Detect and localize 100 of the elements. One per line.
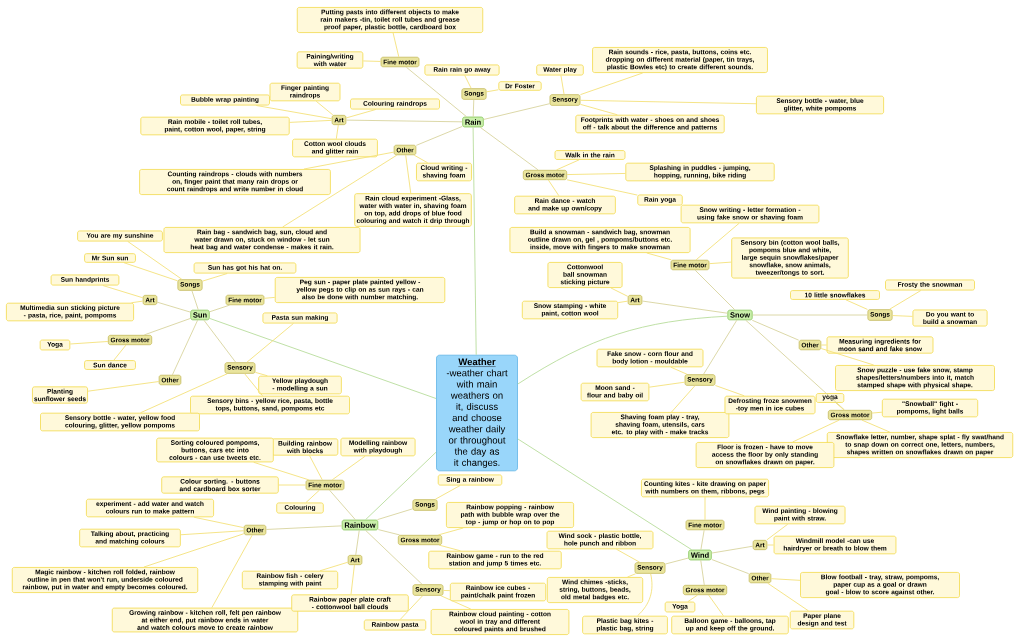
connector-line xyxy=(616,548,641,563)
connector-line xyxy=(131,300,144,304)
connector-line xyxy=(392,32,400,58)
connector-line xyxy=(671,385,696,413)
connector-line xyxy=(694,269,736,311)
connector-line xyxy=(637,573,653,617)
connector-line xyxy=(861,419,891,433)
connector-line xyxy=(580,72,644,96)
connector-line xyxy=(889,290,922,310)
connector-line xyxy=(580,103,618,116)
connector-line xyxy=(329,489,356,521)
connector-line xyxy=(203,319,237,363)
connector-line xyxy=(665,557,689,565)
connector-line xyxy=(405,66,467,118)
connector-line xyxy=(556,159,580,171)
connector-line xyxy=(413,154,429,164)
connector-line xyxy=(752,314,868,316)
connector-line xyxy=(278,484,307,486)
connector-line xyxy=(355,529,360,556)
connector-line xyxy=(335,124,339,140)
connector-line xyxy=(700,529,705,551)
connector-line xyxy=(305,489,320,503)
connector-line xyxy=(715,385,745,397)
connector-line xyxy=(309,455,323,481)
connector-line xyxy=(362,60,382,62)
connector-line xyxy=(443,590,451,592)
connector-line xyxy=(792,419,840,443)
connector-line xyxy=(244,373,263,397)
connector-line xyxy=(845,299,868,310)
connector-line xyxy=(345,119,463,123)
connector-line xyxy=(745,319,845,411)
connector-line xyxy=(646,252,672,261)
connector-line xyxy=(472,99,475,118)
connector-line xyxy=(560,75,565,95)
connector-line xyxy=(171,319,199,376)
connector-line xyxy=(399,595,424,620)
connector-line xyxy=(405,154,412,194)
connector-line xyxy=(703,319,738,375)
connector-line xyxy=(289,119,333,123)
connector-line xyxy=(610,287,629,297)
connector-line xyxy=(704,496,706,521)
connector-line xyxy=(566,173,626,175)
connector-line xyxy=(415,125,463,146)
connector-line xyxy=(483,103,551,120)
connector-line xyxy=(263,296,276,299)
connector-line xyxy=(472,126,477,356)
connector-line xyxy=(627,573,637,578)
connector-line xyxy=(127,241,183,280)
connector-line xyxy=(617,300,629,304)
connector-line xyxy=(211,534,253,609)
connector-line xyxy=(255,105,333,120)
connector-line xyxy=(140,373,228,414)
connector-line xyxy=(670,366,688,375)
connector-line xyxy=(580,99,757,105)
connector-line xyxy=(766,544,775,546)
connector-line xyxy=(143,533,245,568)
connector-line xyxy=(265,525,343,530)
connector-line xyxy=(892,315,913,317)
connector-line xyxy=(751,319,800,341)
connector-line xyxy=(180,530,245,536)
connector-line xyxy=(464,75,472,89)
connector-line xyxy=(202,273,228,282)
connector-line xyxy=(193,516,245,529)
connector-line xyxy=(113,344,127,361)
connector-line xyxy=(687,594,698,603)
connector-line xyxy=(143,318,191,336)
topic-box: Weather -weather chart with main weathers on it, discuss and choose weather daily or throughout the day as it changes. xyxy=(436,354,518,472)
connector-line xyxy=(315,100,334,116)
connector-line xyxy=(156,301,191,313)
connector-line xyxy=(345,109,377,119)
connector-line xyxy=(820,344,828,346)
connector-line xyxy=(377,529,401,536)
connector-line xyxy=(246,323,294,363)
connector-line xyxy=(209,317,437,399)
connector-line xyxy=(282,154,398,228)
connector-line xyxy=(440,595,472,610)
connector-line xyxy=(835,402,845,411)
connector-line xyxy=(365,529,423,585)
connector-line xyxy=(365,451,437,521)
connector-line xyxy=(708,261,732,265)
connector-line xyxy=(711,545,754,554)
connector-line xyxy=(648,381,686,388)
connector-line xyxy=(69,341,109,345)
connector-line xyxy=(87,381,160,392)
connector-line xyxy=(871,411,883,414)
connector-line xyxy=(641,300,728,314)
connector-line xyxy=(695,222,740,261)
connector-line xyxy=(711,559,750,575)
connector-line xyxy=(770,578,801,581)
connector-line xyxy=(547,179,560,197)
connector-line xyxy=(331,455,366,481)
connector-line xyxy=(700,559,705,586)
connector-line xyxy=(350,564,355,595)
connector-line xyxy=(319,561,349,572)
connector-line xyxy=(437,527,464,536)
connector-line xyxy=(517,315,728,385)
connector-line xyxy=(191,290,199,311)
connector-line xyxy=(566,179,638,196)
connector-line xyxy=(255,371,268,377)
connector-line xyxy=(102,285,144,299)
